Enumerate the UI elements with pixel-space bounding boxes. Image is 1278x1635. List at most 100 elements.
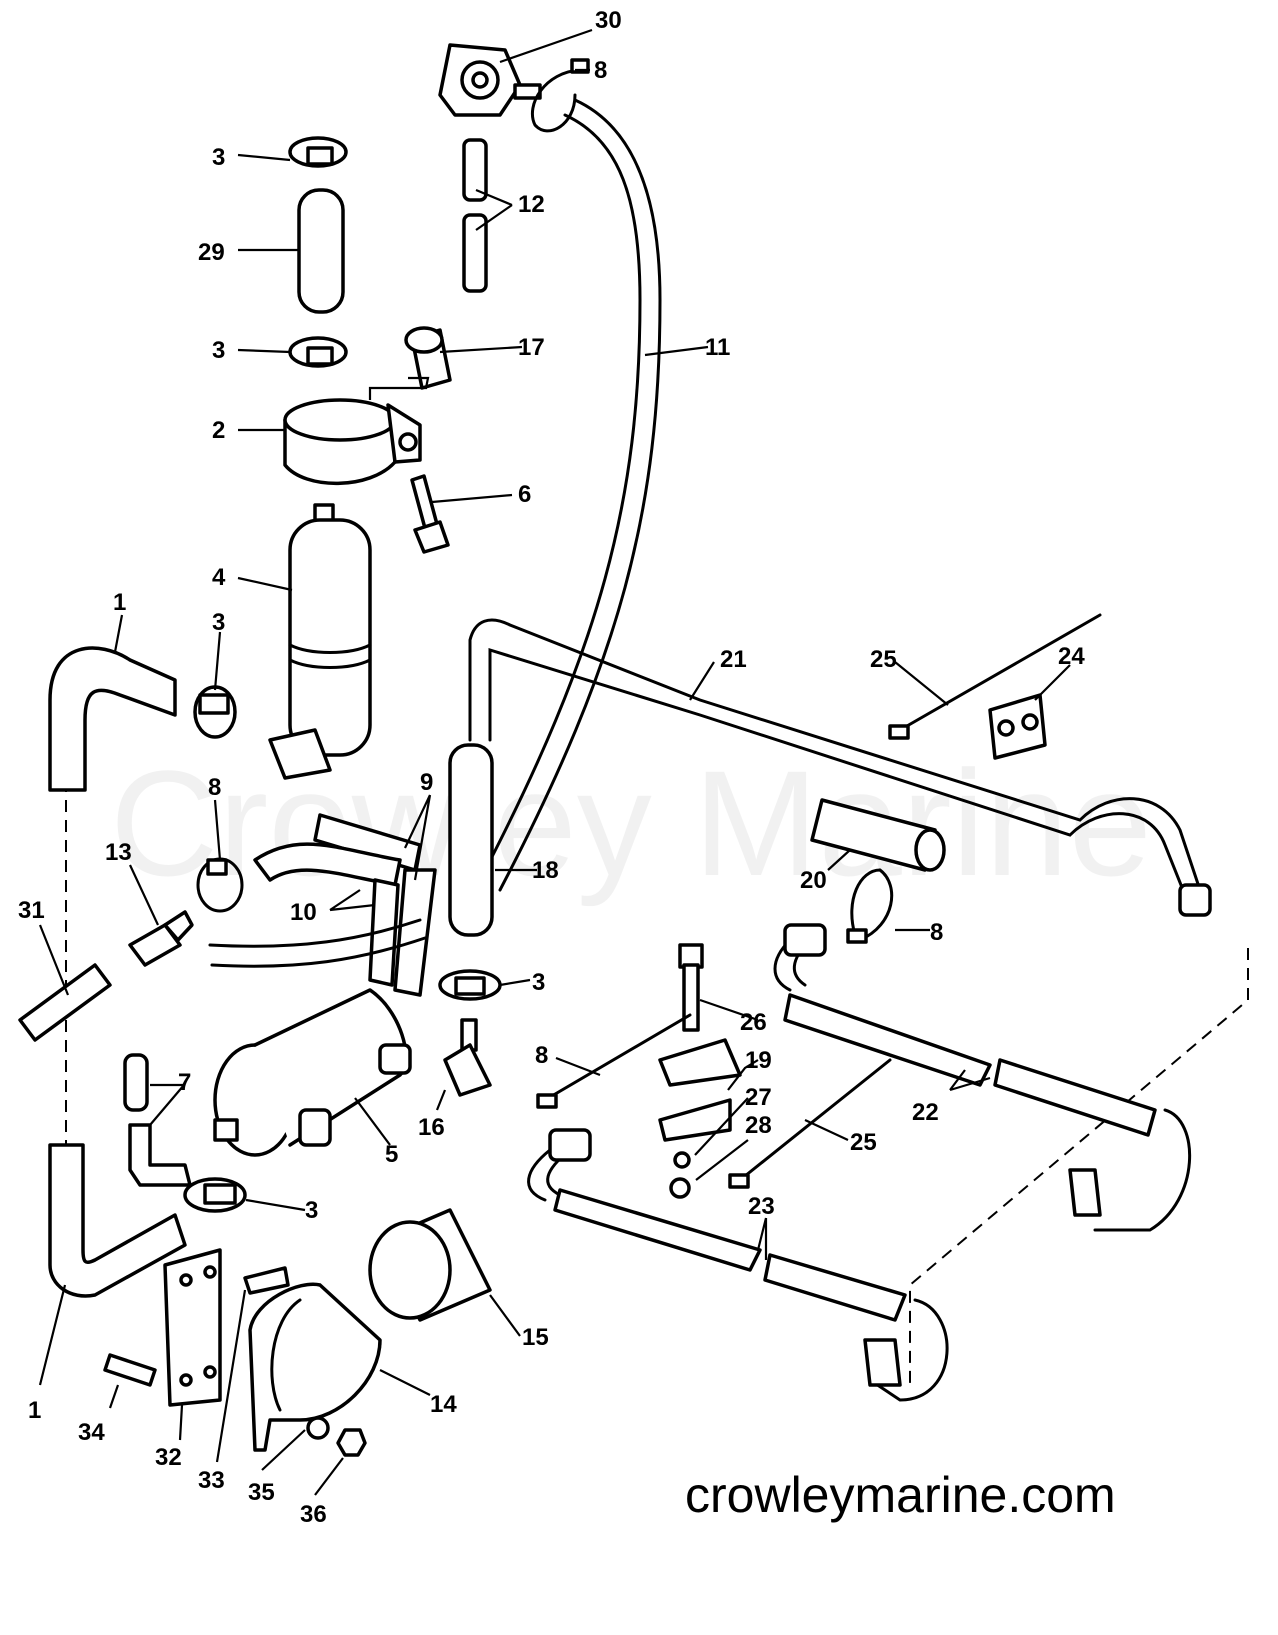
part-28-nut	[669, 1177, 691, 1199]
part-20-sleeve	[810, 798, 946, 872]
callout-31: 31	[18, 897, 45, 924]
callout-8: 8	[930, 919, 943, 946]
callout-14: 14	[430, 1391, 457, 1418]
part-1-hose-top	[48, 646, 177, 792]
callout-22: 22	[912, 1099, 939, 1126]
part-36-nut	[336, 1428, 367, 1457]
part-19-clamp-lower	[658, 1098, 732, 1142]
callout-3: 3	[212, 337, 225, 364]
part-35-washer	[306, 1416, 330, 1440]
part-3-clamp-c	[193, 685, 237, 739]
callout-2: 2	[212, 417, 225, 444]
part-34-bolt	[103, 1353, 157, 1387]
part-15-sleeve	[368, 1208, 492, 1322]
part-8-tie-strap	[536, 1013, 692, 1109]
part-29-hose	[297, 188, 345, 314]
callout-labels: 30 8 3 12 29 3 17 11 2 6 4 1 3 21 25 24 …	[18, 7, 1085, 1528]
callout-10: 10	[290, 899, 317, 926]
callout-24: 24	[1058, 643, 1085, 670]
part-10-hose-a	[253, 842, 402, 887]
callout-8: 8	[535, 1042, 548, 1069]
part-3-clamp-a	[288, 136, 348, 168]
assembly-line-right	[909, 948, 1249, 1385]
callout-4: 4	[212, 564, 226, 591]
callout-6: 6	[518, 481, 531, 508]
leader-lines	[38, 28, 1071, 1496]
callout-13: 13	[105, 839, 132, 866]
callout-15: 15	[522, 1324, 549, 1351]
callout-33: 33	[198, 1467, 225, 1494]
part-25-tie-strap-b	[728, 1058, 892, 1189]
part-4-fuel-filter	[268, 503, 372, 780]
callout-17: 17	[518, 334, 545, 361]
callout-7: 7	[178, 1069, 191, 1096]
callout-28: 28	[745, 1112, 772, 1139]
part-23-hose-assembly	[527, 1128, 949, 1402]
callout-20: 20	[800, 867, 827, 894]
part-3-clamp-d	[438, 969, 502, 1001]
part-3-clamp-b	[288, 336, 348, 368]
callout-34: 34	[78, 1419, 105, 1446]
part-5-fuel-pump	[213, 988, 412, 1157]
part-30-fuel-valve	[438, 43, 542, 117]
callout-29: 29	[198, 239, 225, 266]
part-2-bracket	[283, 398, 422, 486]
callout-25: 25	[850, 1129, 877, 1156]
part-12-hose-upper	[462, 138, 488, 202]
part-7-hose-elbow	[128, 1123, 192, 1187]
website-url[interactable]: crowleymarine.com	[685, 1467, 1116, 1523]
part-11-long-hose	[478, 98, 662, 892]
part-14-bracket	[248, 1282, 382, 1452]
callout-36: 36	[300, 1501, 327, 1528]
part-3-clamp-e	[183, 1177, 247, 1213]
part-25-tie-strap-a	[888, 613, 1102, 740]
part-21-fuel-line	[468, 618, 1202, 897]
callout-5: 5	[385, 1141, 398, 1168]
part-26-bolt	[678, 943, 704, 1032]
part-1-hose-bottom	[48, 1143, 187, 1298]
callout-8: 8	[208, 774, 221, 801]
callout-3: 3	[305, 1197, 318, 1224]
callout-21: 21	[720, 646, 747, 673]
part-19-clamp-upper	[658, 1038, 742, 1087]
part-24-grommet	[988, 693, 1047, 760]
callout-8: 8	[594, 57, 607, 84]
part-22-hose-assembly	[773, 923, 1192, 1232]
part-32-plate	[163, 1248, 222, 1407]
part-9-hose-b	[393, 868, 437, 997]
callout-1: 1	[113, 589, 126, 616]
part-13-fitting	[128, 910, 194, 967]
callout-12: 12	[518, 191, 545, 218]
watermark-text: Crowley Marine	[110, 739, 1152, 907]
part-6-bolt	[410, 474, 450, 554]
part-17-grommet	[404, 326, 452, 390]
callout-19: 19	[745, 1047, 772, 1074]
part-21-fitting	[1178, 883, 1212, 917]
callout-23: 23	[748, 1193, 775, 1220]
part-10-hose-c	[208, 918, 427, 968]
callout-1: 1	[28, 1397, 41, 1424]
callout-3: 3	[532, 969, 545, 996]
part-33-bolt	[243, 1266, 290, 1295]
part-10-hose-b	[368, 878, 400, 987]
callout-11: 11	[705, 334, 730, 361]
callout-3: 3	[212, 609, 225, 636]
callout-26: 26	[740, 1009, 767, 1036]
part-31-hose	[18, 963, 112, 1042]
callout-3: 3	[212, 144, 225, 171]
callout-30: 30	[595, 7, 622, 34]
callout-35: 35	[248, 1479, 275, 1506]
part-27-washer	[673, 1151, 691, 1169]
part-12-hose-lower	[462, 213, 488, 293]
callout-27: 27	[745, 1084, 772, 1111]
callout-16: 16	[418, 1114, 445, 1141]
callout-25: 25	[870, 646, 897, 673]
callout-32: 32	[155, 1444, 182, 1471]
part-18-hose	[448, 743, 494, 937]
part-16-elbow-fitting	[443, 1018, 492, 1097]
callout-18: 18	[532, 857, 559, 884]
callout-9: 9	[420, 769, 433, 796]
part-8-clamp-right	[846, 868, 894, 944]
part-7-hose-short	[123, 1053, 149, 1112]
